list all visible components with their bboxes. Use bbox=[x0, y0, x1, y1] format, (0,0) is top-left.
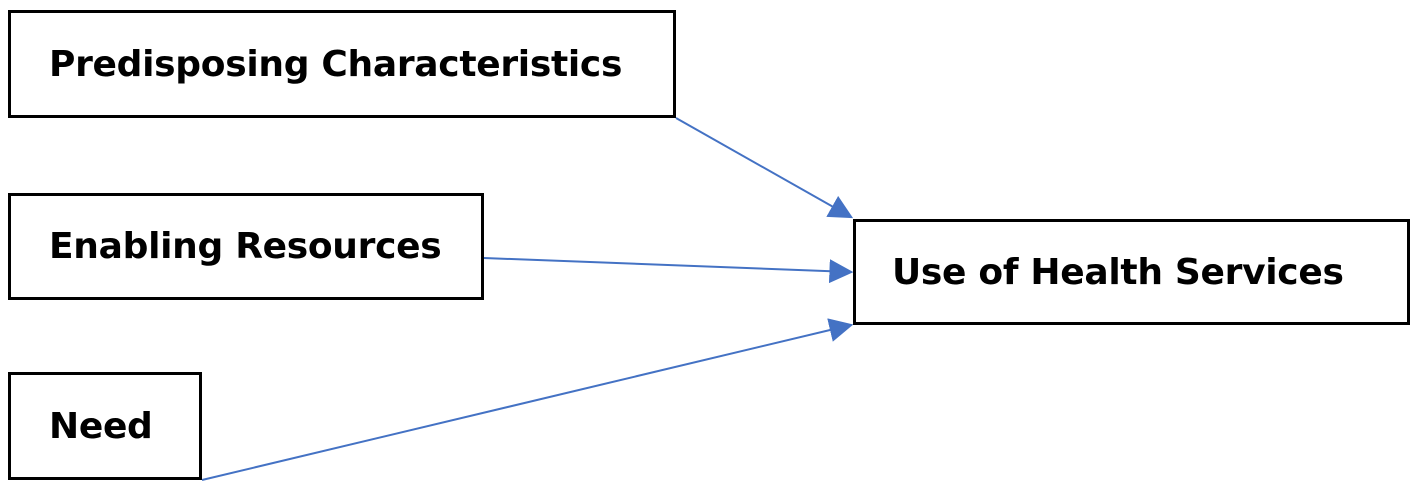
use-of-health-services-label: Use of Health Services bbox=[892, 251, 1344, 293]
arrow-enabling-to-outcome bbox=[483, 257, 854, 284]
enabling-resources-label: Enabling Resources bbox=[49, 226, 442, 267]
arrow-predisposing-to-outcome bbox=[675, 117, 854, 219]
need-box: Need bbox=[8, 372, 202, 480]
predisposing-characteristics-label: Predisposing Characteristics bbox=[49, 43, 623, 85]
need-label: Need bbox=[49, 405, 153, 447]
predisposing-characteristics-box: Predisposing Characteristics bbox=[8, 10, 676, 118]
enabling-resources-box: Enabling Resources bbox=[8, 193, 484, 300]
use-of-health-services-box: Use of Health Services bbox=[853, 219, 1410, 325]
arrow-need-to-outcome bbox=[201, 318, 854, 481]
